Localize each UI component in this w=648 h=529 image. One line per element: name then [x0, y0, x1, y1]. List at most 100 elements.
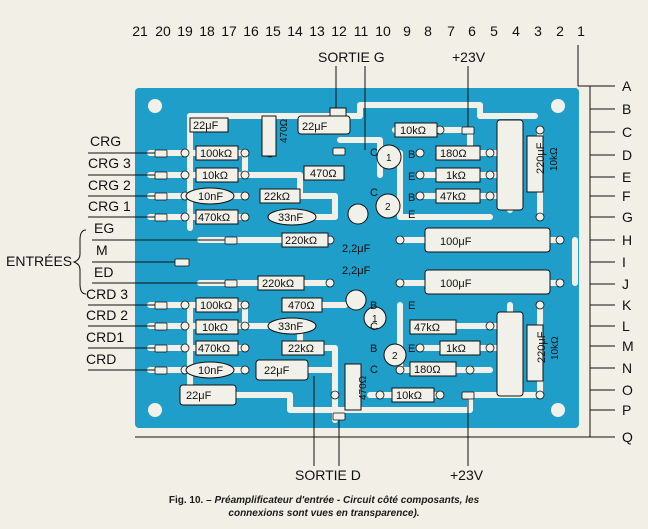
value-c22u-top: 22μF [302, 121, 328, 133]
pin-C: C [622, 124, 632, 140]
value-r470-d: 470Ω [288, 300, 315, 312]
resistor-22k-d [281, 340, 325, 356]
label-crg: CRG [90, 133, 121, 149]
value-r470-g: 470Ω [310, 168, 337, 180]
label-crg3: CRG 3 [88, 155, 131, 171]
value-r33n-g: 33nF [278, 212, 303, 224]
round-pads [180, 125, 565, 400]
capacitor-100uf-g [424, 227, 551, 253]
resistor-180-d [409, 361, 457, 377]
mark-e3: E [408, 300, 415, 312]
transistor-1-g [376, 144, 402, 170]
label-crd: CRD [86, 351, 116, 367]
pin-A: A [622, 78, 632, 94]
value-c22u-bl: 22μF [186, 390, 212, 402]
capacitor-22uf-top-left [189, 117, 229, 133]
pin-15: 15 [265, 23, 281, 39]
capacitor-22uf-bottom-left [179, 384, 237, 406]
resistor-47k-d [409, 319, 457, 335]
pin-Q: Q [622, 429, 633, 445]
pin-H: H [622, 232, 632, 248]
value-r180-d: 180Ω [414, 364, 441, 376]
mark-c4: C [370, 364, 378, 376]
value-c22-mid-g: 2,2μF [342, 243, 371, 255]
resistor-47k-g [435, 188, 481, 204]
pin-7: 7 [447, 23, 455, 39]
capacitor-33nf-d [267, 317, 317, 335]
label-crg2: CRG 2 [88, 177, 131, 193]
mark-t1: 1 [386, 153, 392, 164]
pin-2: 2 [556, 23, 564, 39]
label-plus23v-top: +23V [452, 49, 486, 65]
label-ed: ED [94, 264, 113, 280]
capacitor-33nf-g [267, 208, 317, 226]
value-c10n-g: 10nF [198, 191, 223, 203]
label-eg: EG [94, 220, 114, 236]
pin-18: 18 [199, 23, 215, 39]
label-plus23v-bottom: +23V [450, 467, 484, 483]
pin-O: O [622, 382, 633, 398]
value-r10k-bot: 10kΩ [396, 390, 422, 402]
mounting-holes [148, 99, 565, 417]
capacitor-220uf-d [496, 311, 524, 397]
value-r180-g: 180Ω [440, 148, 467, 160]
resistor-10k-right-g [526, 135, 544, 193]
mark-b2: B [408, 192, 415, 204]
value-r10k-top: 10kΩ [400, 125, 426, 137]
capacitor-22-g [347, 203, 369, 225]
pin-10: 10 [375, 23, 391, 39]
resistor-10k-bottom [391, 387, 435, 403]
value-r100k-g: 100kΩ [200, 148, 232, 160]
resistor-470k-g [195, 209, 239, 225]
value-r220-g: 220kΩ [285, 235, 317, 247]
mark-t3: 1 [372, 314, 378, 325]
resistor-470-d [281, 297, 323, 313]
value-r10k-g: 10kΩ [202, 170, 228, 182]
value-r10k-d: 10kΩ [202, 322, 228, 334]
value-r470k-g: 470kΩ [198, 212, 230, 224]
resistor-10k-d [195, 319, 239, 335]
mark-c1: C [370, 147, 378, 159]
resistor-470-vertical-bottom [344, 363, 362, 411]
resistor-10k-top [394, 122, 438, 138]
resistor-1k-g [435, 167, 481, 183]
resistor-220k-g [281, 232, 329, 248]
value-r22k-g: 22kΩ [264, 191, 290, 203]
caption-line-2: connexions sont vues en transparence). [228, 508, 420, 519]
components-left-channel [185, 107, 551, 253]
pin-20: 20 [155, 23, 171, 39]
bottom-labels: SORTIE D +23V [295, 376, 484, 483]
pin-I: I [622, 254, 626, 270]
pin-L: L [622, 318, 630, 334]
capacitor-22uf-top [297, 115, 351, 135]
label-crd3: CRD 3 [86, 286, 128, 302]
transistor-2-d [383, 343, 407, 367]
mark-t4: 2 [392, 351, 398, 362]
capacitor-100uf-d [424, 269, 551, 295]
label-sortie-d: SORTIE D [295, 467, 361, 483]
pin-N: N [622, 360, 632, 376]
grid-lines [135, 45, 615, 438]
value-c22-mid-d: 2,2μF [342, 265, 371, 277]
mark-e1: E [408, 171, 415, 183]
resistor-100k-g [195, 145, 239, 161]
resistor-22k-g [259, 188, 301, 204]
pin-D: D [622, 147, 632, 163]
mark-b4: B [370, 343, 377, 355]
value-c220-d: 220μF [536, 331, 548, 363]
label-crd1: CRD1 [86, 329, 124, 345]
caption-fig-number: Fig. 10. [168, 495, 204, 506]
resistor-470-g [303, 165, 345, 181]
pin-9: 9 [403, 23, 411, 39]
mark-e4: E [408, 343, 415, 355]
caption-line-1: – Préamplificateur d'entrée - Circuit cô… [203, 495, 480, 506]
pin-1: 1 [577, 23, 585, 39]
pin-P: P [622, 402, 631, 418]
pin-19: 19 [177, 23, 193, 39]
value-r1k-g: 1kΩ [446, 170, 466, 182]
capacitor-10nf-d [185, 361, 235, 379]
left-connection-lines [72, 152, 225, 371]
transistor-1-d [363, 306, 387, 330]
value-c22u-tl: 22μF [193, 120, 219, 132]
pin-G: G [622, 209, 633, 225]
